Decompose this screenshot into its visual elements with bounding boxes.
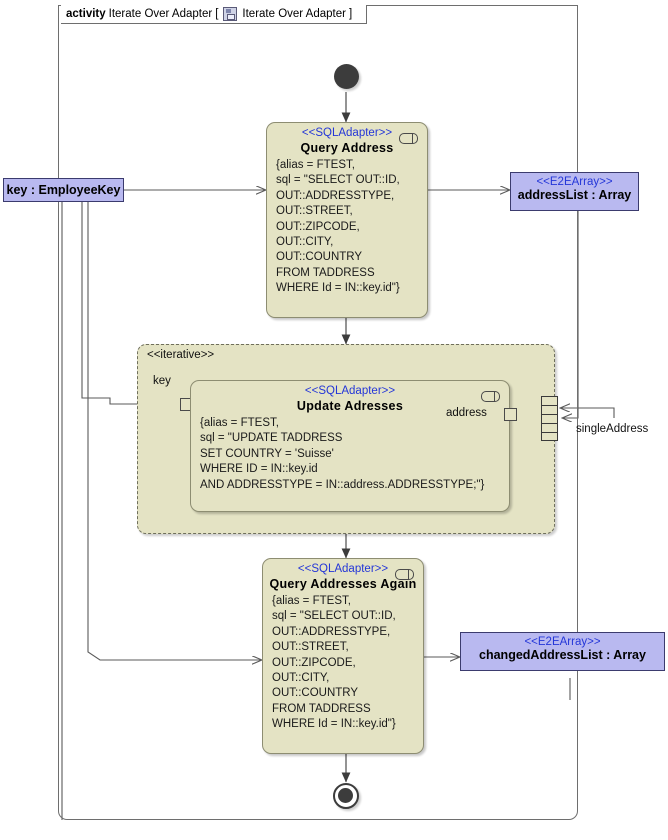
node-body: {alias = FTEST, sql = "SELECT OUT::ID, O… bbox=[272, 595, 396, 731]
stereotype-label: <<SQLAdapter>> bbox=[297, 563, 389, 575]
bracket-open: [ bbox=[215, 8, 219, 20]
frame-keyword: activity bbox=[66, 8, 106, 20]
activity-node-query-address[interactable]: <<SQLAdapter>> Query Address {alias = FT… bbox=[266, 122, 428, 318]
region-stereotype-label: <<iterative>> bbox=[147, 349, 215, 361]
activity-diagram-icon bbox=[223, 7, 238, 21]
object-node-key[interactable]: key : EmployeeKey bbox=[3, 178, 124, 202]
region-input-pin-label: key bbox=[153, 375, 171, 387]
stereotype-label: <<E2EArray>> bbox=[524, 636, 601, 648]
node-title: Query Addresses Again bbox=[269, 577, 417, 591]
pin-icon bbox=[399, 133, 418, 144]
object-node-label: changedAddressList : Array bbox=[479, 648, 646, 662]
stereotype-label: <<E2EArray>> bbox=[536, 176, 613, 188]
expansion-node-label: singleAddress bbox=[576, 423, 649, 435]
activity-final-inner bbox=[338, 788, 353, 803]
frame-header: activity Iterate Over Adapter [ Iterate … bbox=[61, 5, 368, 24]
initial-node[interactable] bbox=[334, 64, 359, 89]
object-node-address-list[interactable]: <<E2EArray>> addressList : Array bbox=[510, 172, 639, 211]
object-node-label: addressList : Array bbox=[517, 188, 632, 202]
node-body: {alias = FTEST, sql = "UPDATE TADDRESS S… bbox=[200, 417, 485, 491]
frame-title: Iterate Over Adapter bbox=[108, 8, 213, 20]
node-title: Update Adresses bbox=[296, 399, 404, 413]
node-body: {alias = FTEST, sql = "SELECT OUT::ID, O… bbox=[276, 159, 400, 295]
node-address-pin[interactable] bbox=[504, 408, 517, 421]
object-node-key-label: key : EmployeeKey bbox=[6, 183, 121, 197]
pin-icon bbox=[481, 391, 500, 402]
node-title: Query Address bbox=[300, 141, 394, 155]
stereotype-label: <<SQLAdapter>> bbox=[304, 385, 396, 397]
activity-node-query-addresses-again[interactable]: <<SQLAdapter>> Query Addresses Again {al… bbox=[262, 558, 424, 754]
bracket-label: Iterate Over Adapter bbox=[242, 8, 346, 20]
pin-icon bbox=[395, 569, 414, 580]
stereotype-label: <<SQLAdapter>> bbox=[301, 127, 393, 139]
activity-node-update-adresses[interactable]: <<SQLAdapter>> Update Adresses {alias = … bbox=[190, 380, 510, 512]
expansion-node-single-address[interactable] bbox=[541, 396, 558, 441]
object-node-changed-address-list[interactable]: <<E2EArray>> changedAddressList : Array bbox=[460, 632, 665, 671]
node-output-pin-label: address bbox=[446, 407, 487, 419]
bracket-close: ] bbox=[348, 8, 353, 20]
